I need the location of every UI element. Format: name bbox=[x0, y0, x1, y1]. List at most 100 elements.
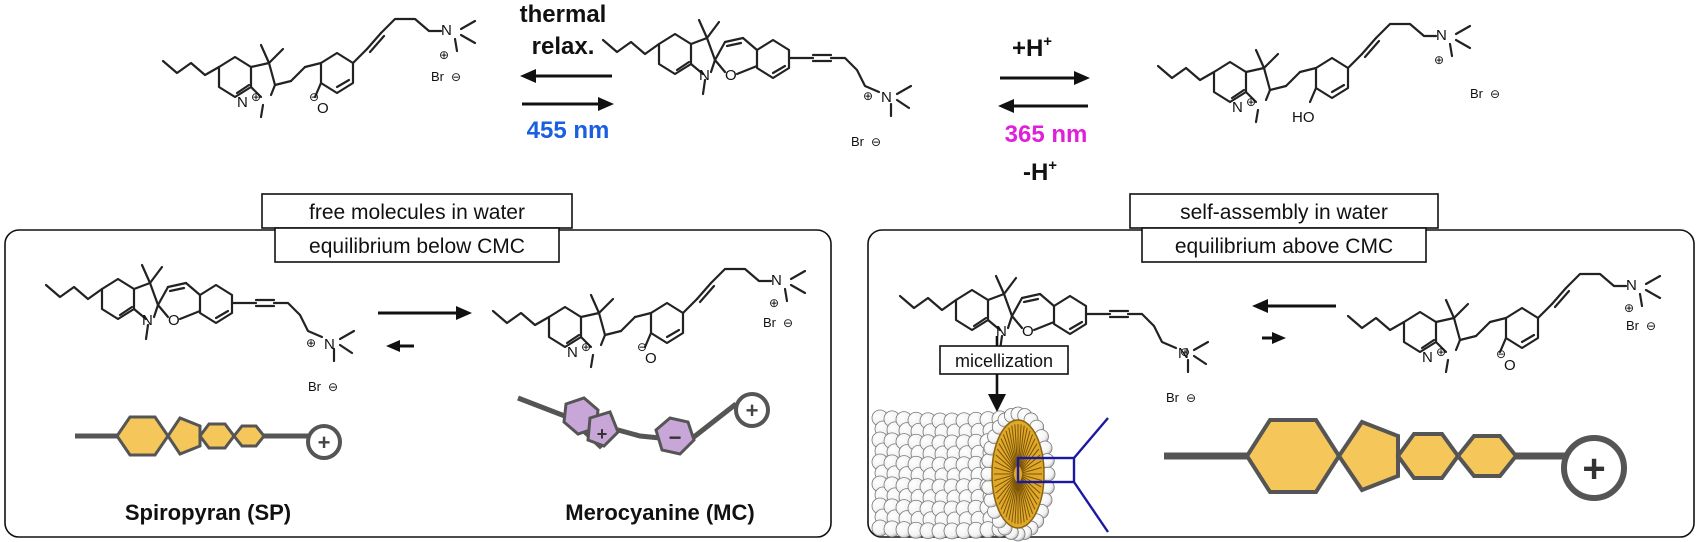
arrow-left-thermal bbox=[520, 69, 612, 83]
sp-molecule-right-panel: N O N ⊕ Br ⊖ bbox=[898, 274, 1210, 405]
micelle-tail bbox=[1019, 430, 1031, 468]
charge-plus-mc-right: ⊕ bbox=[1436, 345, 1446, 359]
panel-right-title: self-assembly in water bbox=[1180, 201, 1388, 224]
micelle-tail bbox=[1021, 460, 1042, 473]
arrow-forward-left-panel bbox=[378, 306, 472, 320]
charge-plus-sp-left: ⊕ bbox=[306, 336, 316, 350]
charge-plus-protonated: ⊕ bbox=[1246, 95, 1256, 109]
micelle-tail bbox=[1014, 481, 1018, 524]
mc-cartoon: + − + bbox=[517, 392, 770, 456]
charge-plus-ammonium-mc-right: ⊕ bbox=[1624, 301, 1634, 315]
sp-molecule-left-panel: N O N ⊕ Br ⊖ bbox=[44, 263, 356, 394]
charge-plus-spiro: ⊕ bbox=[863, 89, 873, 103]
micelle-tail bbox=[1019, 481, 1028, 521]
micelle-tail bbox=[1020, 479, 1036, 510]
sp-molecule-top-center: N O N ⊕ Br ⊖ bbox=[601, 18, 913, 149]
sp-cartoon-plus: + bbox=[318, 430, 331, 455]
arrow-right-455 bbox=[522, 97, 614, 111]
mc-molecule-left-panel: N ⊕ O ⊖ N ⊕ Br ⊖ bbox=[491, 267, 807, 369]
micelle-tail bbox=[996, 448, 1015, 471]
atom-n-ammonium-protonated: N bbox=[1436, 27, 1447, 44]
atom-n-sp-right: N bbox=[996, 323, 1007, 340]
atom-o-sp-right: O bbox=[1022, 323, 1034, 340]
bromide-charge-protonated: ⊖ bbox=[1490, 87, 1500, 101]
atom-n-ammonium-sp-left: N bbox=[324, 336, 335, 353]
atom-n-ammonium-mc-left: N bbox=[771, 272, 782, 289]
micelle-tail bbox=[1019, 427, 1028, 467]
atom-n-mc-right: N bbox=[1422, 349, 1433, 366]
mch-molecule-top-right: N ⊕ HO N ⊕ Br ⊖ bbox=[1156, 22, 1500, 126]
mc-molecule-right-panel: N ⊕ O ⊖ N ⊕ Br ⊖ bbox=[1346, 272, 1662, 374]
micelle-tail bbox=[1000, 479, 1016, 510]
micelle-tail bbox=[994, 475, 1015, 488]
charge-minus: ⊖ bbox=[309, 90, 319, 104]
zoom-box bbox=[1016, 456, 1076, 484]
mc-cartoon-plus-end: + bbox=[746, 398, 759, 423]
micelle-tail bbox=[1000, 438, 1016, 469]
micelle-tail bbox=[1019, 434, 1034, 468]
micelle-tail bbox=[994, 466, 1015, 474]
micelle-tail bbox=[1020, 443, 1038, 470]
micellization-label: micellization bbox=[955, 351, 1053, 371]
micelle-tail bbox=[1002, 434, 1017, 468]
bromide-mc-left: Br bbox=[763, 315, 777, 330]
atom-o-minus: O bbox=[317, 100, 329, 117]
atom-n-ammonium-sp-right: N bbox=[1178, 345, 1189, 362]
charge-plus-mc-left: ⊕ bbox=[581, 340, 591, 354]
atom-n-sp-left: N bbox=[142, 312, 153, 329]
micelle-tail bbox=[1008, 481, 1017, 521]
label-plus-h: +H+ bbox=[1012, 33, 1052, 62]
arrow-back-right-panel bbox=[1252, 299, 1336, 313]
panel-below-cmc bbox=[4, 229, 832, 538]
atom-o-spiro: O bbox=[725, 67, 737, 84]
charge-plus-ammonium-protonated: ⊕ bbox=[1434, 53, 1444, 67]
atom-ho: HO bbox=[1292, 109, 1315, 126]
micelle-tail bbox=[1002, 480, 1017, 514]
bromide-charge-sp-right: ⊖ bbox=[1186, 391, 1196, 405]
micelle-tail bbox=[994, 474, 1015, 482]
micelle-tail bbox=[1011, 481, 1018, 523]
panel-left-subtitle: equilibrium below CMC bbox=[309, 235, 525, 258]
micelle-tail bbox=[1011, 425, 1018, 467]
bromide-sp-left: Br bbox=[308, 379, 322, 394]
bromide-sp-right: Br bbox=[1166, 390, 1180, 405]
panel-right-title-box bbox=[1129, 193, 1439, 229]
micelle-tail bbox=[1019, 480, 1031, 518]
micellization-box bbox=[939, 345, 1069, 375]
panel-right-subtitle: equilibrium above CMC bbox=[1175, 235, 1393, 258]
micelle-tail bbox=[1019, 480, 1034, 514]
arrow-right-protonation bbox=[1000, 71, 1090, 85]
micelle-tail bbox=[1005, 480, 1017, 518]
arrow-forward-right-panel bbox=[1262, 332, 1286, 344]
charge-plus-ammonium: ⊕ bbox=[439, 48, 449, 62]
atom-n-mc-left: N bbox=[567, 344, 578, 361]
micelle-tail bbox=[995, 454, 1015, 472]
micelle-tail bbox=[998, 443, 1016, 470]
micelle-tail bbox=[1018, 425, 1025, 467]
micelle-tail bbox=[1021, 474, 1042, 482]
micelle-tail bbox=[1021, 476, 1041, 494]
micelle-tail bbox=[1020, 438, 1036, 469]
label-thermal: thermal bbox=[520, 1, 607, 28]
panel-left-title-box bbox=[261, 193, 573, 229]
mc-cartoon-plus: + bbox=[597, 424, 608, 444]
panel-right-subtitle-box bbox=[1141, 227, 1427, 263]
sp-cartoon-zoomed-plus: + bbox=[1582, 447, 1605, 491]
charge-plus-sp-right: ⊕ bbox=[1180, 345, 1190, 359]
atom-n-ammonium-spiro: N bbox=[881, 89, 892, 106]
micellization-arrow-head bbox=[988, 394, 1006, 412]
bromide-charge: ⊖ bbox=[451, 70, 461, 84]
panel-left-title: free molecules in water bbox=[309, 201, 525, 224]
atom-n-ammonium: N bbox=[441, 22, 452, 39]
label-455nm: 455 nm bbox=[527, 117, 610, 144]
charge-plus: ⊕ bbox=[251, 90, 261, 104]
label-minus-h: -H+ bbox=[1023, 157, 1057, 186]
mc-cartoon-minus: − bbox=[669, 425, 682, 450]
bromide-label-spiro: Br bbox=[851, 134, 865, 149]
label-365nm: 365 nm bbox=[1005, 121, 1088, 148]
micelle-tail bbox=[1021, 466, 1042, 474]
bromide-mc-right: Br bbox=[1626, 318, 1640, 333]
arrow-left-365 bbox=[998, 99, 1088, 113]
sp-cartoon: + bbox=[75, 415, 342, 460]
